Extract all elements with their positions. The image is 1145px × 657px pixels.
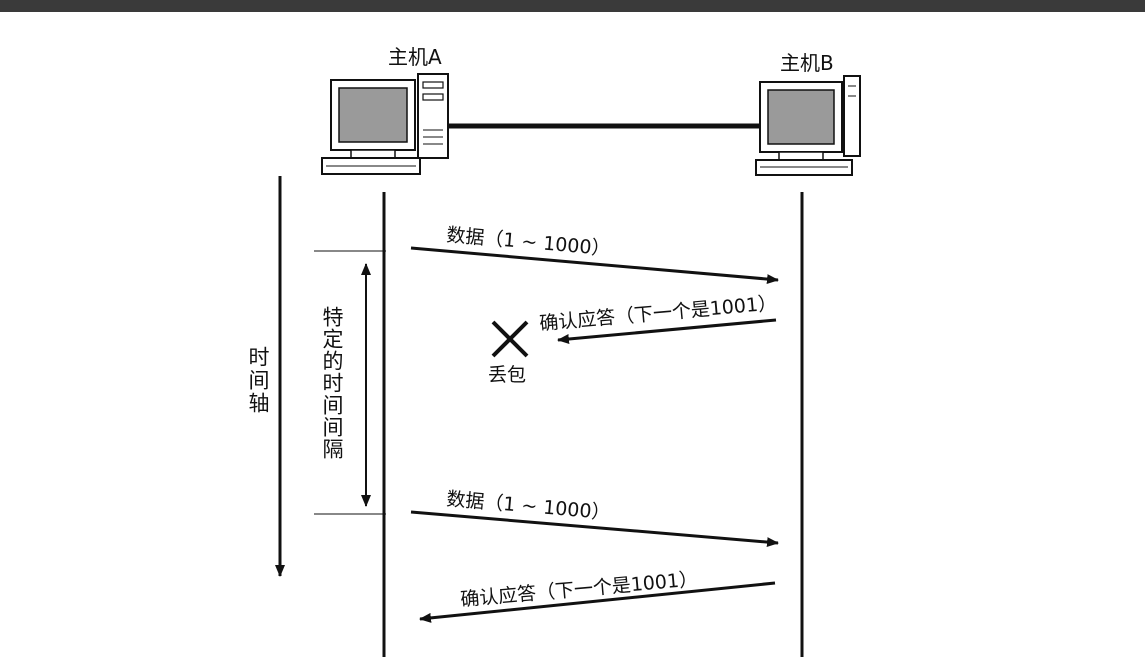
packet-loss-label: 丢包 xyxy=(488,364,526,386)
message-1-arrow xyxy=(410,246,779,285)
time-axis-label: 时间轴 xyxy=(246,346,270,415)
host-a-computer-icon xyxy=(321,73,449,175)
host-b-label: 主机B xyxy=(780,51,834,75)
top-bar xyxy=(0,0,1145,12)
message-2-arrow xyxy=(557,318,777,344)
message-2-label: 确认应答（下一个是1001） xyxy=(539,292,778,335)
message-1-label: 数据（1 ~ 1000） xyxy=(446,224,612,260)
message-3-arrow xyxy=(410,510,779,548)
cross-icon xyxy=(491,320,529,358)
message-4-label: 确认应答（下一个是1001） xyxy=(460,568,699,611)
host-b-computer-icon xyxy=(755,75,861,176)
message-3-label: 数据（1 ~ 1000） xyxy=(446,488,612,524)
interval-label: 特定的时间间隔 xyxy=(320,306,344,460)
message-4-arrow xyxy=(419,581,776,623)
host-a-label: 主机A xyxy=(388,45,442,69)
